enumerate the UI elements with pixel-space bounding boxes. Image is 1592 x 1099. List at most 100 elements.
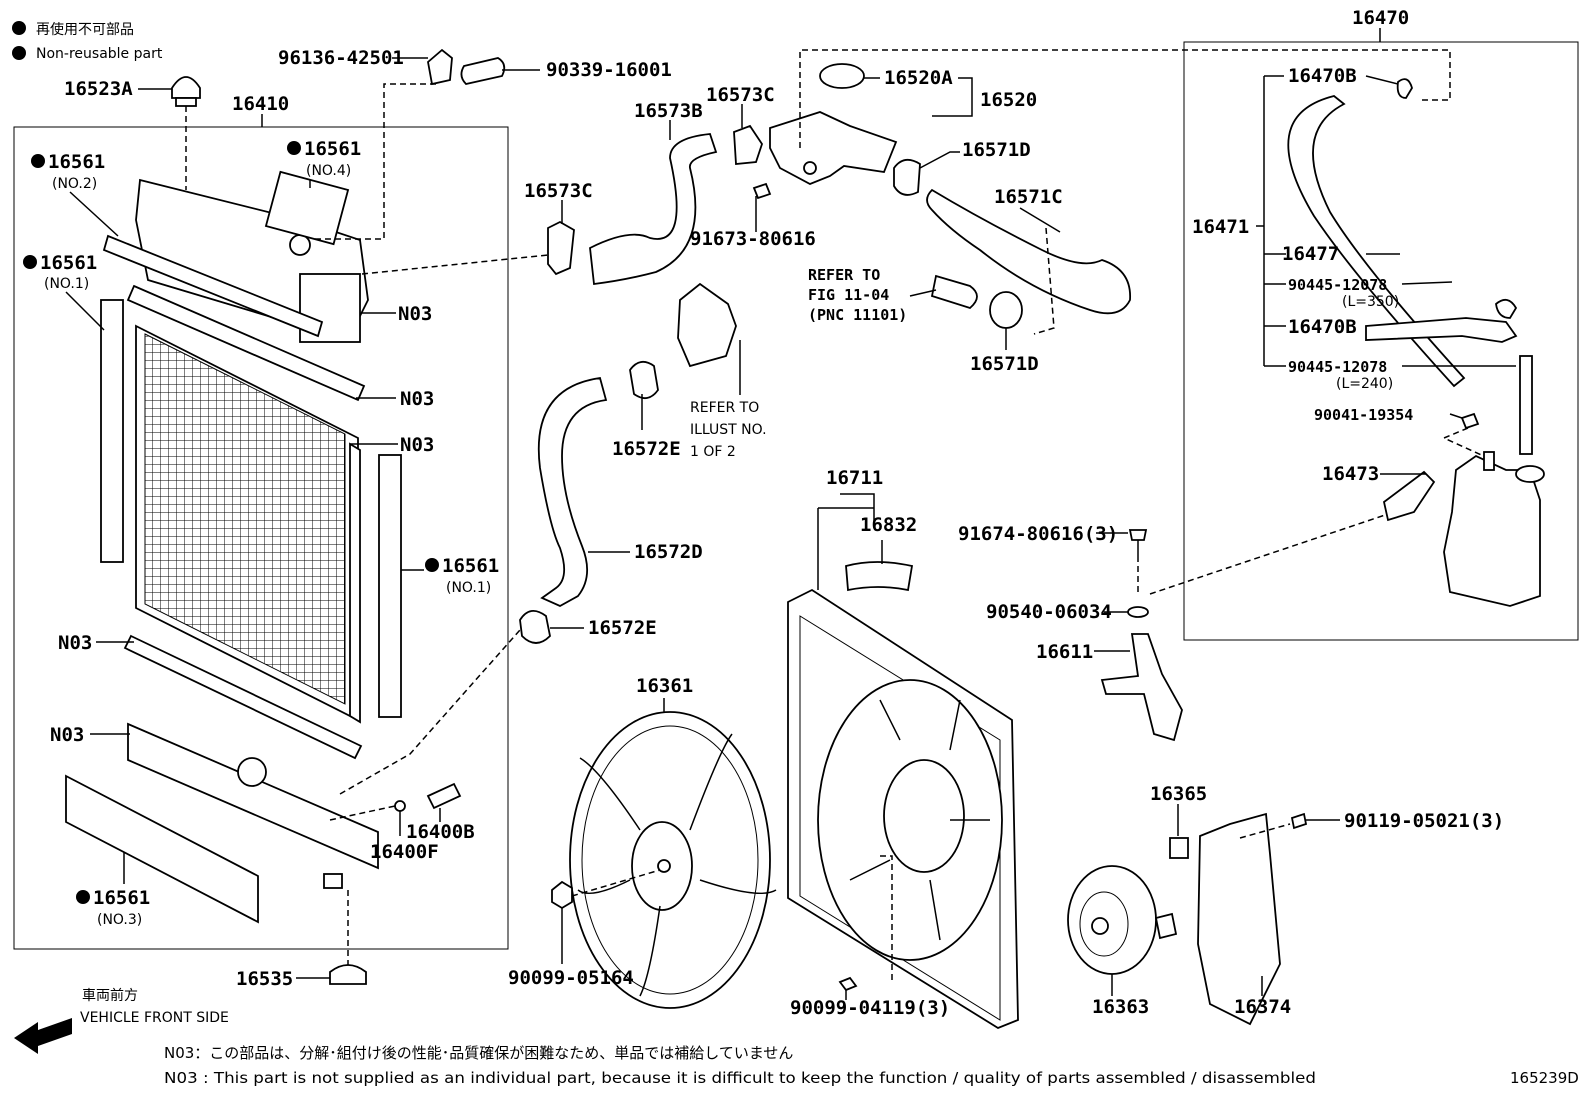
hose-l240 [1519, 355, 1533, 455]
label-16571D-upper: 16571D [962, 139, 1031, 161]
label-n03-c: N03 [400, 434, 434, 456]
screw-90119 [1290, 812, 1308, 830]
pipe-ref-11101 [930, 274, 978, 310]
label-no4: (NO.4) [306, 163, 351, 179]
label-16400F: 16400F [370, 841, 439, 863]
label-16410: 16410 [232, 93, 289, 115]
reservoir-tank [1443, 451, 1545, 607]
seal-strip-no1-right [378, 454, 402, 718]
motor-cover-16374 [1197, 812, 1281, 1026]
label-l240: (L=240) [1336, 376, 1393, 392]
thermostat-housing [677, 282, 737, 368]
radiator-cap-16523A [171, 76, 201, 190]
o-ring-16400F [394, 800, 406, 812]
footnote-en: N03 : This part is not supplied as an in… [164, 1069, 1316, 1087]
clamp-16571D-lower [989, 291, 1023, 329]
fan-shroud-16711 [787, 588, 1019, 1030]
label-16561-no4: 16561 [304, 138, 361, 160]
label-16363: 16363 [1092, 996, 1149, 1018]
cap-16520A [819, 63, 865, 89]
spacer-16365 [1169, 837, 1189, 859]
label-90540-06034: 90540-06034 [986, 601, 1112, 623]
figure-id: 165239D [1510, 1069, 1579, 1087]
fan-motor-16363 [1067, 865, 1178, 975]
seal-strip-no3 [65, 774, 259, 924]
nut-90099-05164 [551, 880, 573, 910]
label-16832: 16832 [860, 514, 917, 536]
bolt-90099-04119 [838, 976, 858, 992]
washer-90540 [1127, 606, 1149, 618]
label-16561-no2: 16561 [48, 151, 105, 173]
label-16470: 16470 [1352, 7, 1409, 29]
non-reusable-bullet-icon [12, 46, 26, 60]
refer-fig-line3: (PNC 11101) [808, 306, 907, 324]
label-no3: (NO.3) [97, 912, 142, 928]
label-16611: 16611 [1036, 641, 1093, 663]
label-91674-80616: 91674-80616(3) [958, 523, 1118, 545]
label-16361: 16361 [636, 675, 693, 697]
clip-96136 [427, 48, 453, 86]
gasket-n03-upper [126, 284, 366, 402]
label-16561-no1-left: 16561 [40, 252, 97, 274]
refer-illust-line1: REFER TO [690, 400, 759, 416]
tube-16470B [1365, 317, 1518, 343]
bolt-91673 [752, 182, 772, 200]
refer-fig-line1: REFER TO [808, 266, 880, 284]
gasket-n03-lower [123, 634, 363, 760]
clamp-16572E-upper [629, 360, 659, 400]
lower-tank [127, 722, 379, 870]
bolt-90041 [1460, 412, 1480, 430]
vehicle-front-arrow-icon [14, 1018, 72, 1054]
hose-16572D [537, 376, 608, 608]
radiator-core [135, 324, 361, 724]
drain-plug-16535 [329, 964, 367, 985]
label-90041-19354: 90041-19354 [1314, 406, 1413, 424]
label-90099-04119: 90099-04119(3) [790, 997, 950, 1019]
refer-illust-line2: ILLUST NO. [690, 422, 767, 438]
label-16573C-upper: 16573C [706, 84, 775, 106]
label-16470B-upper: 16470B [1288, 65, 1357, 87]
refer-fig-line2: FIG 11-04 [808, 286, 889, 304]
label-16571D-lower: 16571D [970, 353, 1039, 375]
label-90119-05021: 90119-05021(3) [1344, 810, 1504, 832]
label-16572E-upper: 16572E [612, 438, 681, 460]
label-n03-d: N03 [58, 632, 92, 654]
drain-cock-16400B [426, 782, 462, 810]
label-16477: 16477 [1282, 243, 1339, 265]
hose-90339 [460, 57, 506, 85]
label-16535: 16535 [236, 968, 293, 990]
label-n03-b: N03 [400, 388, 434, 410]
label-16571C: 16571C [994, 186, 1063, 208]
seal-16832 [845, 561, 914, 592]
label-16561-no1-right: 16561 [442, 555, 499, 577]
label-n03-a: N03 [398, 303, 432, 325]
label-16520: 16520 [980, 89, 1037, 111]
label-16520A: 16520A [884, 67, 953, 89]
label-16471: 16471 [1192, 216, 1249, 238]
label-16573C-lower: 16573C [524, 180, 593, 202]
label-no1-left: (NO.1) [44, 276, 89, 292]
non-reusable-bullet-icon [12, 21, 26, 35]
label-16400B: 16400B [406, 821, 475, 843]
legend-jp: 再使用不可部品 [36, 21, 134, 38]
vehicle-front-jp: 車両前方 [82, 987, 138, 1004]
label-90339-16001: 90339-16001 [546, 59, 672, 81]
water-outlet-16520 [769, 111, 898, 185]
clamp-16573C-lower [547, 220, 575, 276]
clamp-16573C-upper [733, 124, 763, 165]
label-l350: (L=350) [1342, 294, 1399, 310]
hose-16571C [926, 188, 1131, 315]
label-16711: 16711 [826, 467, 883, 489]
seal-strip-no4 [264, 170, 350, 246]
label-91673-80616: 91673-80616 [690, 228, 816, 250]
bolt-91674 [1128, 529, 1148, 541]
hose-16573B [589, 133, 718, 286]
label-16573B: 16573B [634, 100, 703, 122]
bracket-16473 [1382, 470, 1436, 522]
clamp-16571D-upper [893, 158, 921, 196]
label-16523A: 16523A [64, 78, 133, 100]
legend-en: Non-reusable part [36, 46, 163, 62]
label-96136-42501: 96136-42501 [278, 47, 404, 69]
